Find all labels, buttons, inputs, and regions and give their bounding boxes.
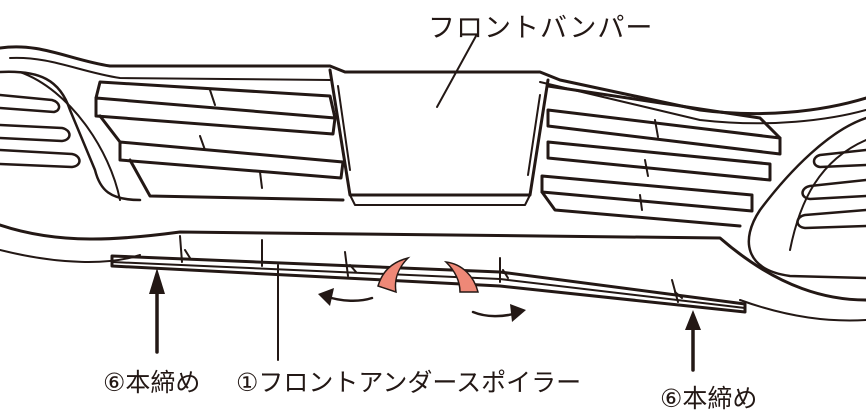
bolt-arrow-right-head	[685, 310, 701, 330]
spoiler-tab-right	[446, 262, 478, 292]
rotate-arrow-left-head	[318, 288, 334, 306]
left-grille-slats	[94, 80, 345, 202]
spoiler-label: ①フロントアンダースポイラー	[236, 368, 582, 397]
left-bolt-label: ⑥本締め	[103, 368, 201, 397]
front-under-spoiler	[110, 235, 747, 314]
bumper-upper-outline	[0, 45, 866, 116]
right-grille-slats	[540, 84, 782, 228]
right-bolt-label: ⑥本締め	[660, 384, 758, 413]
leader-line-bumper	[436, 35, 477, 108]
left-corner-grille	[0, 70, 142, 202]
bumper-lower-edge	[0, 223, 866, 302]
rotate-arrow-right-head	[510, 304, 526, 322]
right-corner-grille	[747, 116, 866, 280]
bolt-arrow-left-head	[149, 268, 165, 294]
center-panel	[328, 68, 550, 206]
bumper-upper-inner-line	[9, 56, 866, 125]
front-bumper-label: フロントバンパー	[428, 13, 654, 44]
